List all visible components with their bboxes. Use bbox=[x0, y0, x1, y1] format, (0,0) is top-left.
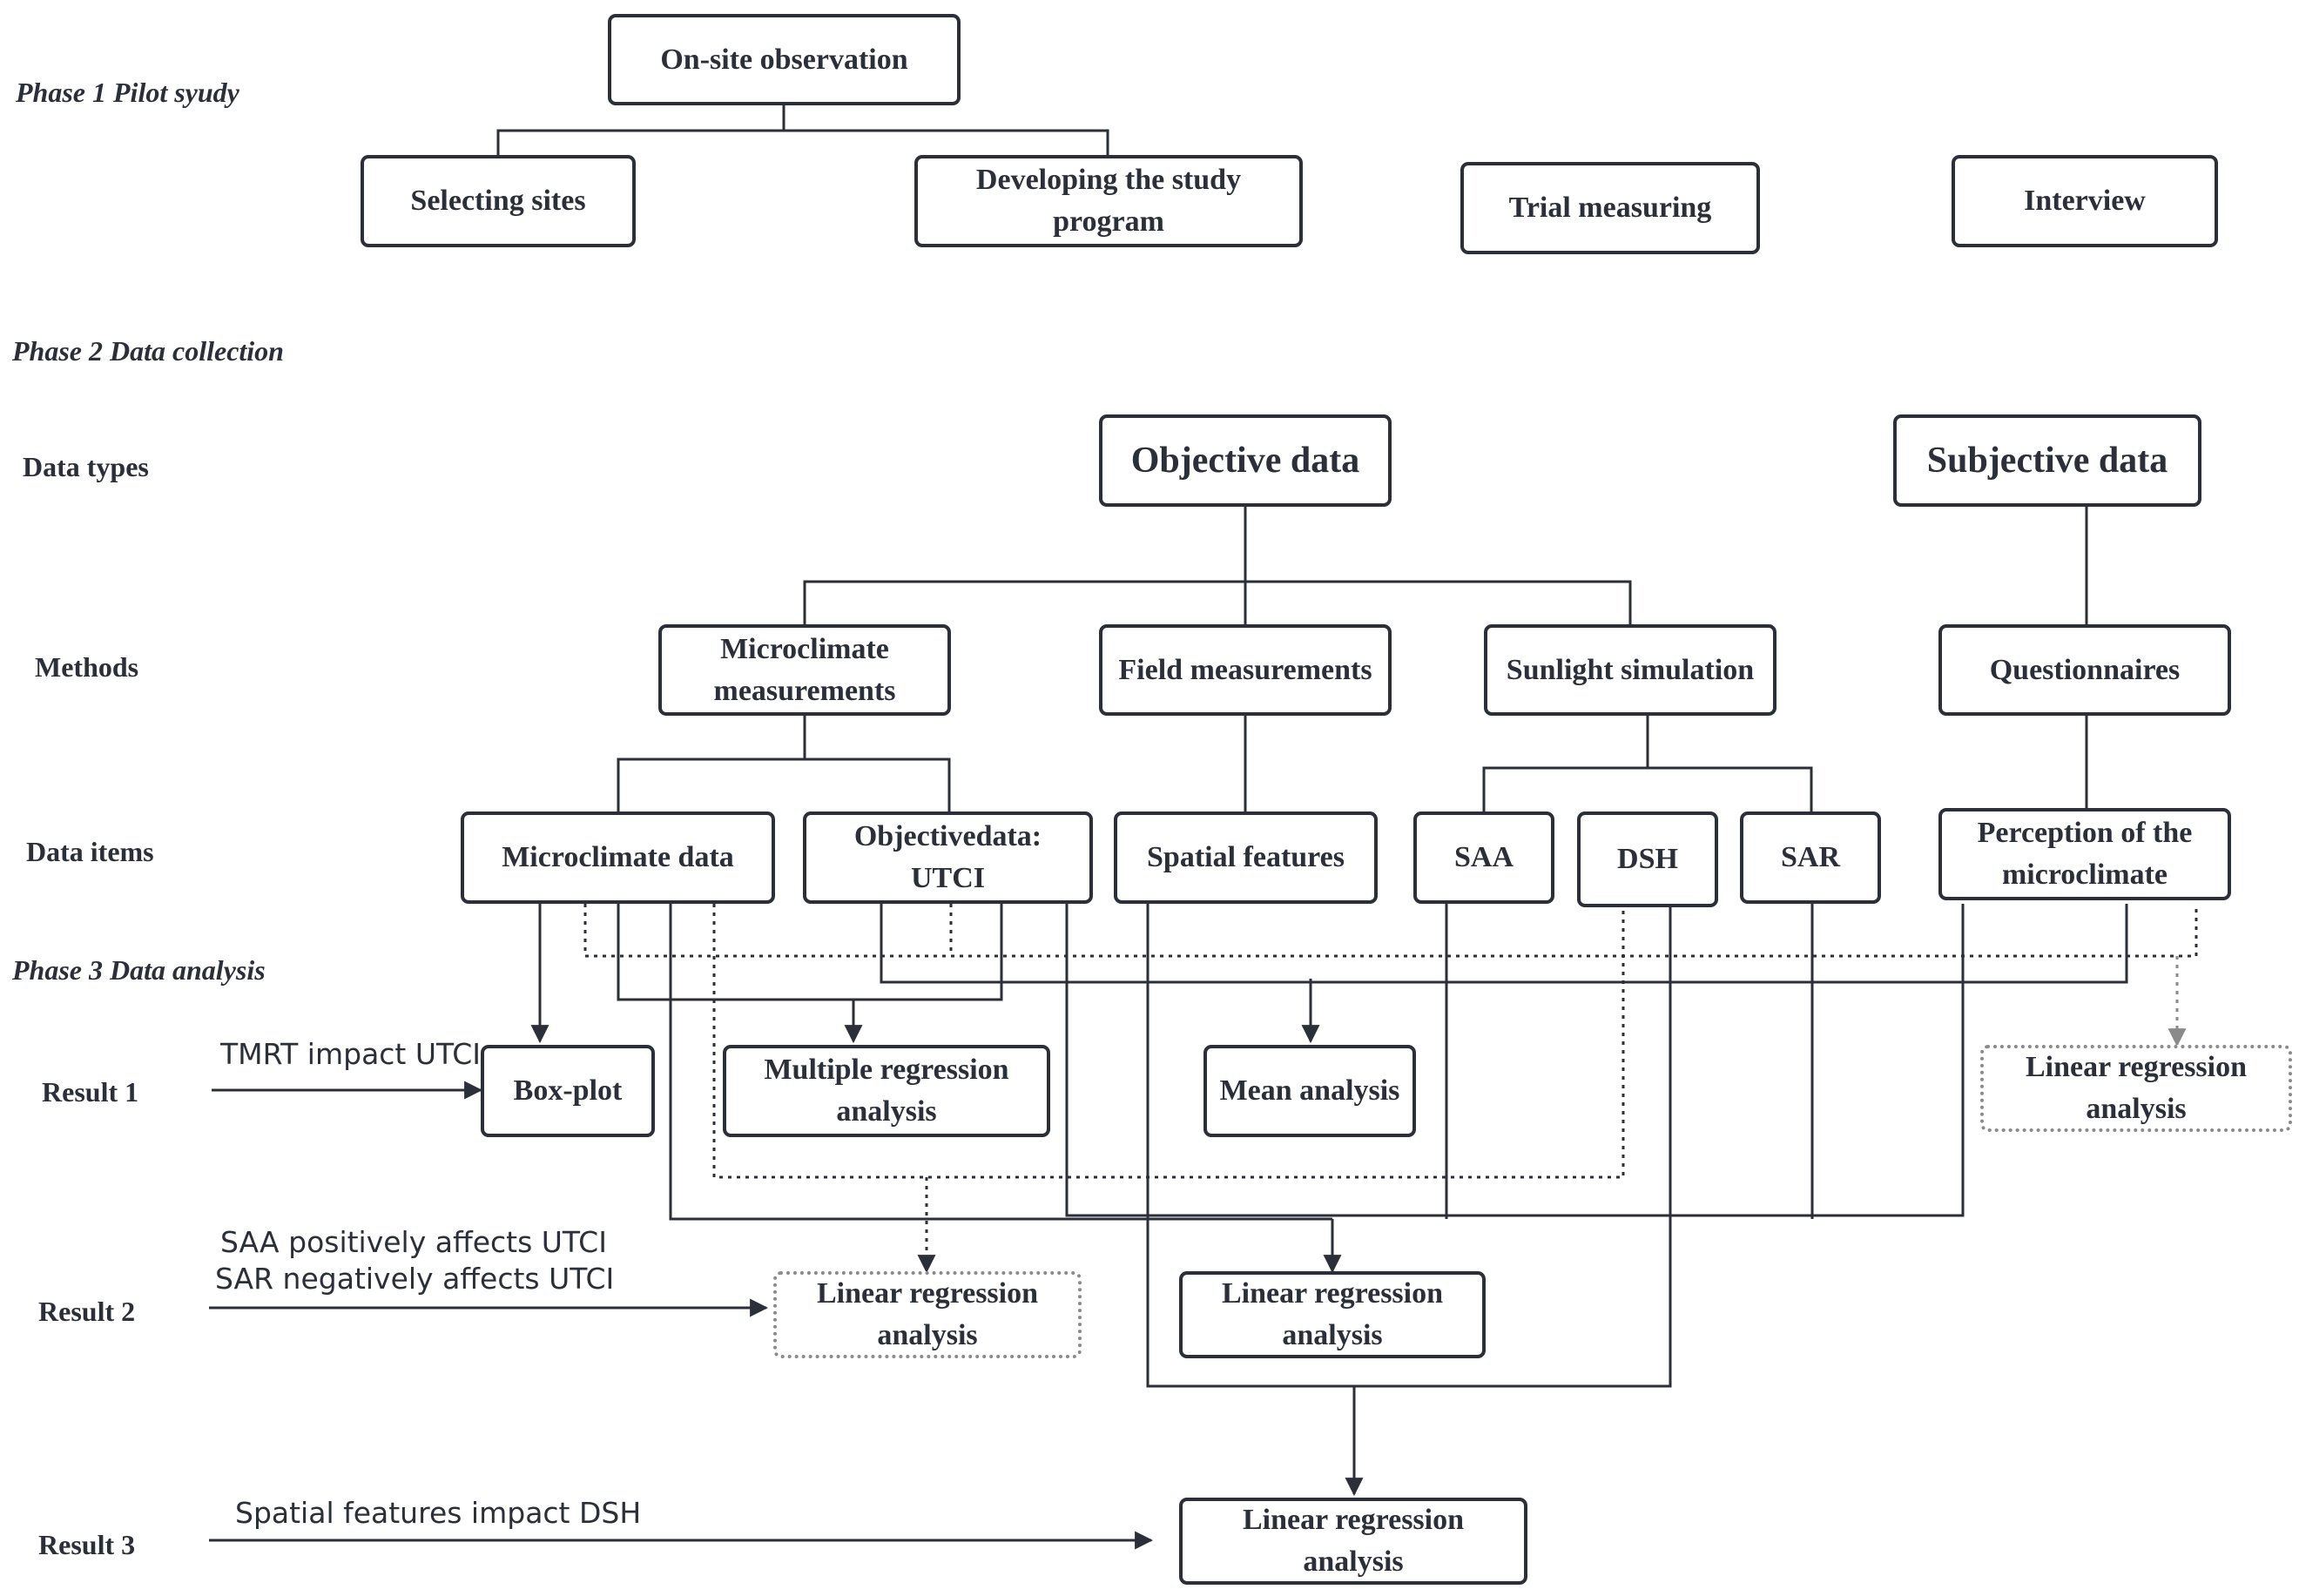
row-label-methods: Methods bbox=[35, 651, 139, 683]
finding-result-1: TMRT impact UTCI bbox=[220, 1037, 482, 1071]
node-dsh: DSH bbox=[1577, 811, 1718, 907]
node-perception-of-microclimate: Perception of the microclimate bbox=[1938, 808, 2231, 900]
node-spatial-features: Spatial features bbox=[1114, 811, 1378, 904]
node-questionnaires: Questionnaires bbox=[1938, 624, 2231, 716]
node-selecting-sites: Selecting sites bbox=[361, 155, 636, 247]
row-label-data-types: Data types bbox=[23, 451, 149, 482]
node-developing-study-program: Developing the study program bbox=[914, 155, 1303, 247]
node-on-site-observation: On-site observation bbox=[608, 14, 961, 105]
node-saa: SAA bbox=[1413, 811, 1554, 904]
row-label-result-3: Result 3 bbox=[38, 1529, 136, 1560]
finding-result-2-line-2: SAR negatively affects UTCI bbox=[215, 1262, 615, 1296]
phase-3-label: Phase 3 Data analysis bbox=[12, 954, 266, 986]
node-linear-regression-result2: Linear regression analysis bbox=[1179, 1271, 1486, 1358]
node-linear-regression-result3: Linear regression analysis bbox=[1179, 1498, 1527, 1585]
node-linear-regression-subjective: Linear regression analysis bbox=[1980, 1045, 2292, 1132]
row-label-result-2: Result 2 bbox=[38, 1296, 136, 1327]
finding-result-2-line-1: SAA positively affects UTCI bbox=[220, 1225, 607, 1259]
node-microclimate-data: Microclimate data bbox=[461, 811, 775, 904]
node-linear-regression-result2-dotted: Linear regression analysis bbox=[773, 1271, 1082, 1358]
node-microclimate-measurements: Microclimate measurements bbox=[658, 624, 951, 716]
node-multiple-regression-analysis: Multiple regression analysis bbox=[723, 1045, 1050, 1137]
node-objective-data: Objective data bbox=[1099, 414, 1392, 507]
node-sunlight-simulation: Sunlight simulation bbox=[1484, 624, 1776, 716]
finding-result-3: Spatial features impact DSH bbox=[235, 1496, 642, 1530]
node-subjective-data: Subjective data bbox=[1893, 414, 2201, 507]
node-box-plot: Box-plot bbox=[481, 1045, 655, 1137]
row-label-data-items: Data items bbox=[26, 836, 154, 867]
node-mean-analysis: Mean analysis bbox=[1203, 1045, 1416, 1137]
row-label-result-1: Result 1 bbox=[42, 1076, 139, 1108]
node-objective-data-utci: Objectivedata: UTCI bbox=[803, 811, 1093, 904]
node-interview: Interview bbox=[1952, 155, 2218, 247]
phase-2-label: Phase 2 Data collection bbox=[12, 335, 284, 367]
node-trial-measuring: Trial measuring bbox=[1460, 162, 1760, 254]
node-field-measurements: Field measurements bbox=[1099, 624, 1392, 716]
node-sar: SAR bbox=[1740, 811, 1881, 904]
phase-1-label: Phase 1 Pilot syudy bbox=[16, 77, 239, 108]
